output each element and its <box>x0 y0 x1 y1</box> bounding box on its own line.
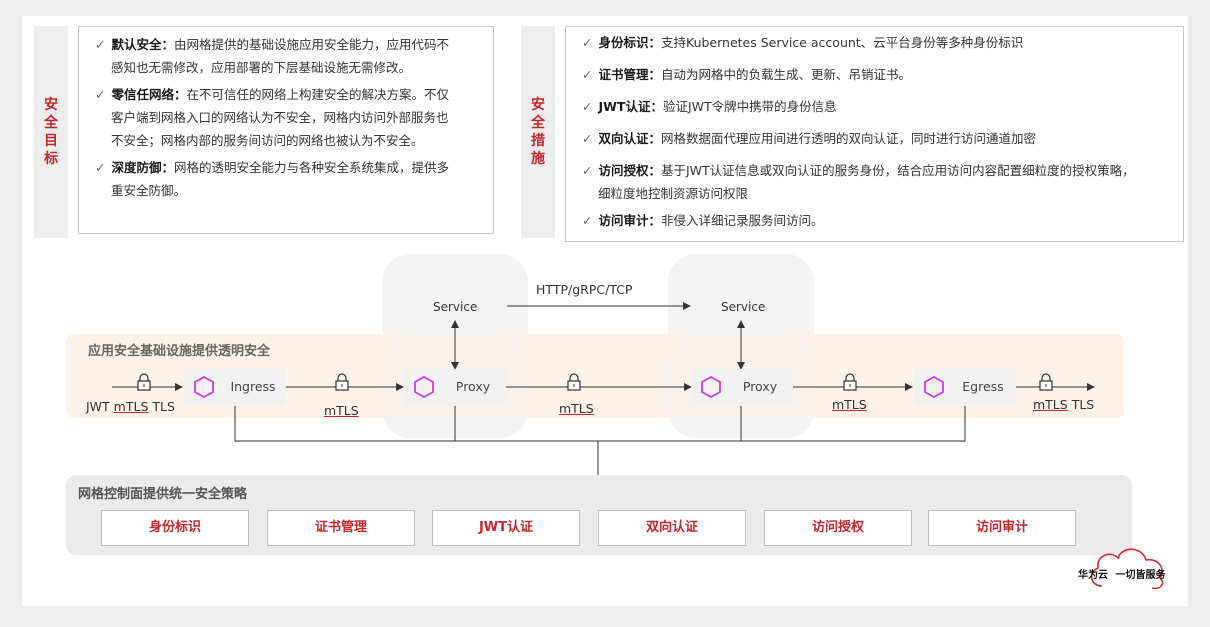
service-right-label: Service <box>721 300 766 314</box>
measure-text: 自动为网格中的负载生成、更新、吊销证书。 <box>661 67 912 82</box>
check-icon: ✓ <box>582 163 593 178</box>
goal-item-zero-trust: ✓ 零信任网络：在不可信任的网络上构建安全的解决方案。不仅 客户端到网格入口的网络… <box>95 83 449 152</box>
proxy-label: Proxy <box>742 379 778 394</box>
security-goals-box: ✓ 默认安全：由网格提供的基础设施应用安全能力，应用代码不 感知也无需修改，应用部… <box>78 26 494 234</box>
goal-text-line: 网格的透明安全能力与各种安全系统集成，提供多 <box>174 160 450 175</box>
goal-title: 深度防御： <box>111 160 174 175</box>
goal-text-line: 由网格提供的基础设施应用安全能力，应用代码不 <box>174 37 450 52</box>
padlock-icon <box>843 373 857 391</box>
goal-text-line: 不安全；网格内部的服务间访问的网络也被认为不安全。 <box>111 133 424 148</box>
security-measures-list: ✓ 身份标识：支持Kubernetes Service account、云平台身份… <box>582 31 1135 235</box>
goal-title: 默认安全： <box>111 37 174 52</box>
policy-jwt: JWT认证 <box>432 510 580 546</box>
proxy-node-right: Proxy <box>691 369 793 405</box>
logo-brand: 华为云 <box>1078 570 1108 581</box>
inbound-protocols-label: JWT mTLS TLS <box>86 399 175 414</box>
measure-title: 访问授权： <box>598 163 661 178</box>
control-connector <box>234 406 966 442</box>
outbound-protocols-label: mTLS TLS <box>1033 397 1094 412</box>
check-icon: ✓ <box>582 131 593 146</box>
measure-title: JWT认证： <box>598 99 663 114</box>
tls-label: TLS <box>152 399 175 414</box>
measure-text: 验证JWT令牌中携带的身份信息 <box>662 99 837 114</box>
measure-item-mutual-auth: ✓ 双向认证：网格数据面代理应用间进行透明的双向认证，同时进行访问通道加密 <box>582 127 1135 159</box>
measure-text: 支持Kubernetes Service account、云平台身份等多种身份标… <box>661 35 1024 50</box>
policy-authorization: 访问授权 <box>764 510 912 546</box>
check-icon: ✓ <box>582 99 593 114</box>
proxy-label: Proxy <box>455 379 491 394</box>
check-icon: ✓ <box>95 87 106 102</box>
measure-item-certificates: ✓ 证书管理：自动为网格中的负载生成、更新、吊销证书。 <box>582 63 1135 95</box>
mtls-label-proxy-proxy: mTLS <box>559 401 594 416</box>
security-goals-label: 安全目标 <box>34 26 68 238</box>
hexagon-icon <box>414 376 434 398</box>
security-measures-label-text: 安全措施 <box>531 97 545 167</box>
measure-item-identity: ✓ 身份标识：支持Kubernetes Service account、云平台身份… <box>582 31 1135 63</box>
measure-title: 双向认证： <box>598 131 661 146</box>
padlock-icon <box>1039 373 1053 391</box>
policy-identity: 身份标识 <box>101 510 249 546</box>
measure-text: 网格数据面代理应用间进行透明的双向认证，同时进行访问通道加密 <box>661 131 1037 146</box>
control-plane-title: 网格控制面提供统一安全策略 <box>78 487 248 502</box>
ingress-node: Ingress <box>184 369 286 405</box>
padlock-icon <box>335 373 349 391</box>
mtls-label-proxy-egress: mTLS <box>832 397 867 412</box>
goal-text-line: 感知也无需修改，应用部署的下层基础设施无需修改。 <box>111 60 412 75</box>
goal-item-defense-in-depth: ✓ 深度防御：网格的透明安全能力与各种安全系统集成，提供多 重安全防御。 <box>95 156 449 202</box>
goal-text-line: 重安全防御。 <box>111 183 187 198</box>
measure-item-audit: ✓ 访问审计：非侵入详细记录服务间访问。 <box>582 209 1135 235</box>
proxy-node-left: Proxy <box>404 369 506 405</box>
measure-text: 基于JWT认证信息或双向认证的服务身份，结合应用访问内容配置细粒度的授权策略， <box>661 163 1135 178</box>
policy-mutual-auth: 双向认证 <box>598 510 746 546</box>
egress-node: Egress <box>914 369 1016 405</box>
check-icon: ✓ <box>582 67 593 82</box>
goal-item-default-security: ✓ 默认安全：由网格提供的基础设施应用安全能力，应用代码不 感知也无需修改，应用部… <box>95 33 449 79</box>
goal-text-line: 在不可信任的网络上构建安全的解决方案。不仅 <box>186 87 450 102</box>
band-title: 应用安全基础设施提供透明安全 <box>88 344 271 359</box>
security-goals-list: ✓ 默认安全：由网格提供的基础设施应用安全能力，应用代码不 感知也无需修改，应用部… <box>95 33 449 202</box>
mtls-label-ingress-proxy: mTLS <box>324 403 359 418</box>
slide: 安全目标 ✓ 默认安全：由网格提供的基础设施应用安全能力，应用代码不 感知也无需修… <box>22 16 1188 606</box>
goal-text-line: 客户端到网格入口的网络认为不安全，网格内访问外部服务也 <box>111 110 449 125</box>
flow-lines <box>112 302 1095 475</box>
mtls-label: mTLS <box>1033 397 1068 412</box>
cloud-logo-icon <box>1090 548 1164 590</box>
logo-slogan: 一切皆服务 <box>1115 570 1166 581</box>
check-icon: ✓ <box>582 35 593 50</box>
measure-text: 非侵入详细记录服务间访问。 <box>661 213 824 228</box>
measure-text: 细粒度地控制资源访问权限 <box>598 186 749 201</box>
check-icon: ✓ <box>582 213 593 228</box>
mtls-label: mTLS <box>113 399 149 414</box>
hexagon-icon <box>701 376 721 398</box>
logo-text: 华为云 一切皆服务 <box>1078 566 1165 581</box>
check-icon: ✓ <box>95 37 106 52</box>
hexagon-icon <box>924 376 944 398</box>
measure-title: 访问审计： <box>598 213 661 228</box>
measure-item-authorization: ✓ 访问授权：基于JWT认证信息或双向认证的服务身份，结合应用访问内容配置细粒度的… <box>582 159 1135 209</box>
measure-item-jwt: ✓ JWT认证：验证JWT令牌中携带的身份信息 <box>582 95 1135 127</box>
padlock-icon <box>567 373 581 391</box>
check-icon: ✓ <box>95 160 106 175</box>
tls-label: TLS <box>1071 397 1095 412</box>
goal-title: 零信任网络： <box>111 87 187 102</box>
service-left-label: Service <box>433 300 478 314</box>
jwt-label: JWT <box>86 399 110 414</box>
security-measures-box: ✓ 身份标识：支持Kubernetes Service account、云平台身份… <box>565 26 1184 242</box>
measure-title: 身份标识： <box>598 35 661 50</box>
policy-certificates: 证书管理 <box>267 510 415 546</box>
protocol-label: HTTP/gRPC/TCP <box>536 282 633 297</box>
padlock-icon <box>137 373 151 391</box>
control-plane-box: 网格控制面提供统一安全策略 身份标识 证书管理 JWT认证 双向认证 访问授权 … <box>66 475 1132 555</box>
measure-title: 证书管理： <box>598 67 661 82</box>
policy-audit: 访问审计 <box>928 510 1076 546</box>
security-goals-label-text: 安全目标 <box>44 97 58 167</box>
ingress-label: Ingress <box>230 379 276 394</box>
hexagon-icon <box>194 376 214 398</box>
security-measures-label: 安全措施 <box>521 26 555 238</box>
egress-label: Egress <box>962 379 1004 394</box>
